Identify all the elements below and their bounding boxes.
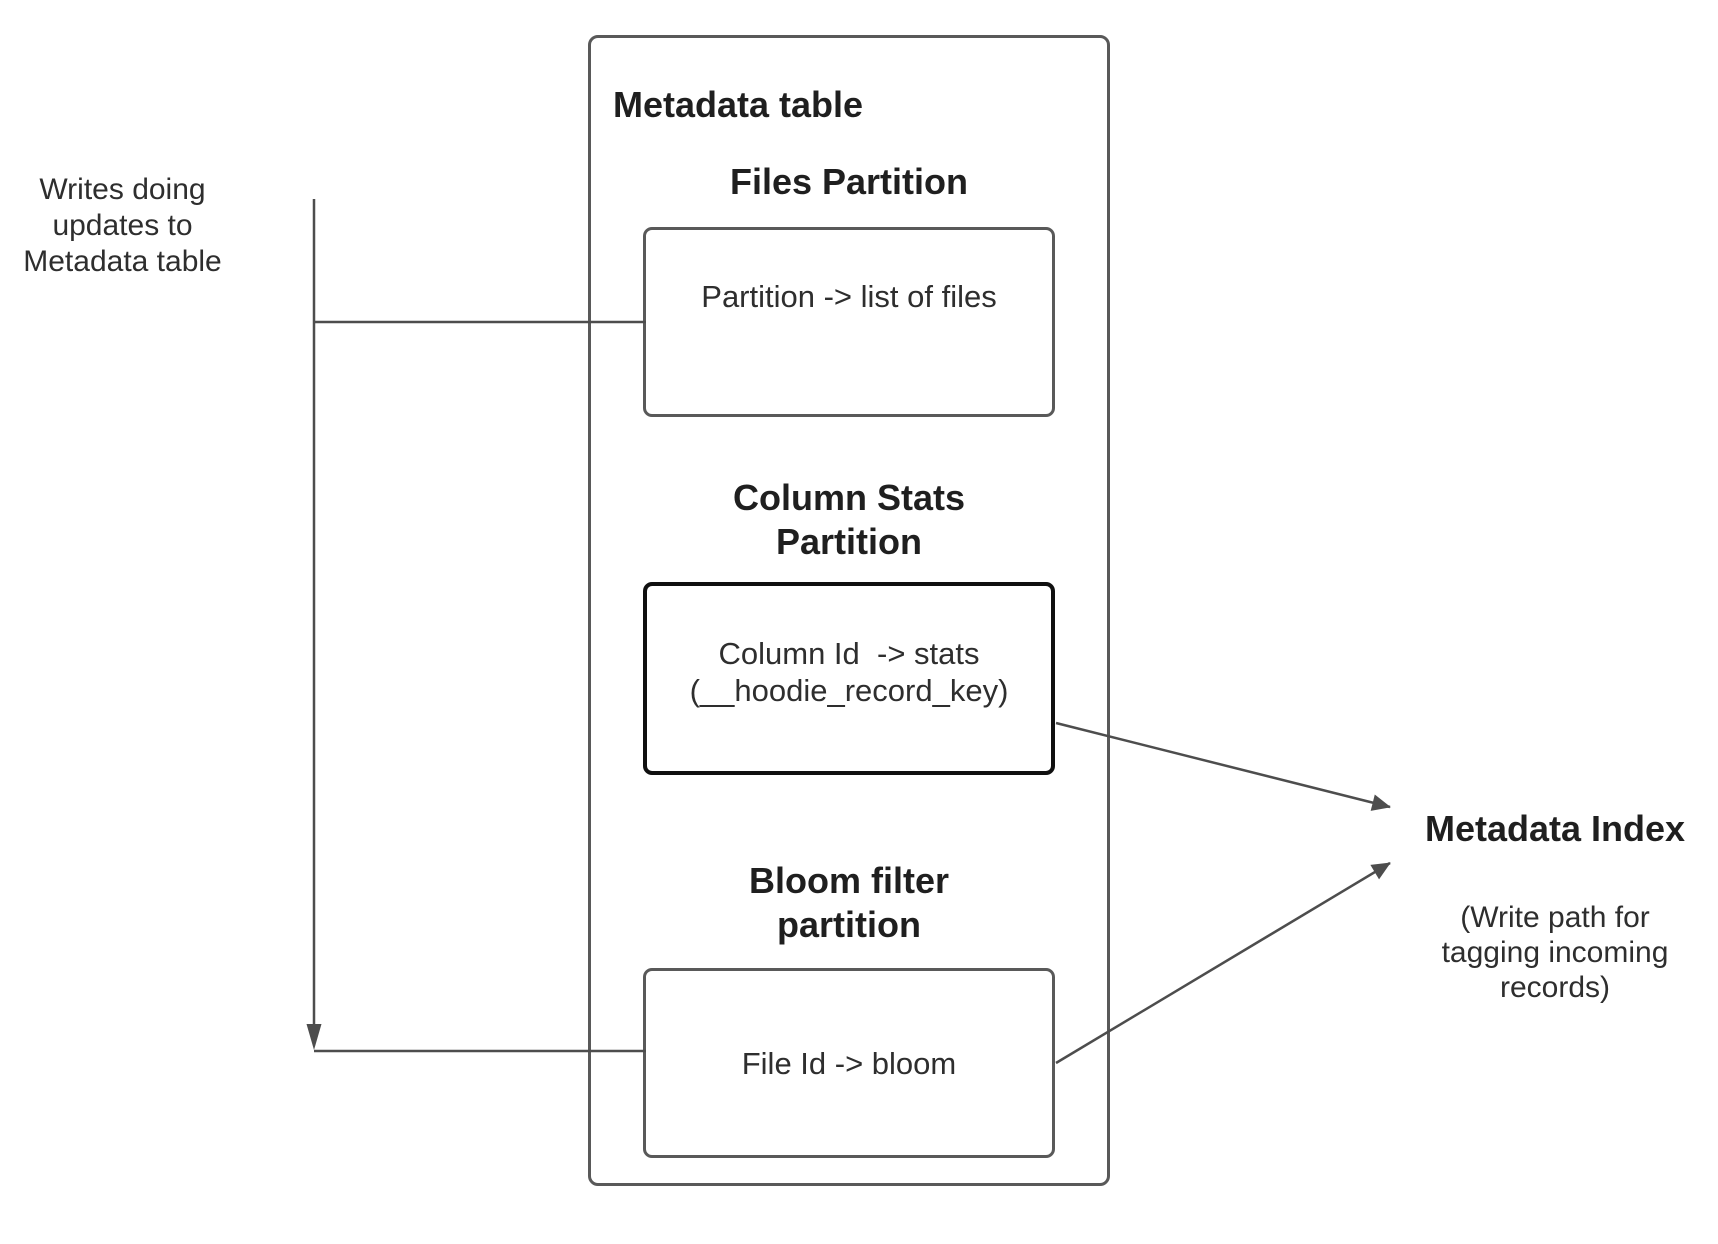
files-partition-box: Partition -> list of files (643, 227, 1055, 417)
metadata-table-container: Metadata table Files Partition Partition… (588, 35, 1110, 1186)
bloom-filter-partition-heading: Bloom filter partition (643, 859, 1055, 947)
column-stats-value-line2: (__hoodie_record_key) (689, 672, 1009, 708)
column-stats-partition-heading: Column Stats Partition (643, 476, 1055, 564)
metadata-index-subtitle-line1: (Write path for (1460, 901, 1650, 934)
bloom-heading-line1: Bloom filter (748, 860, 949, 901)
metadata-index-subtitle: (Write path for tagging incoming records… (1390, 900, 1718, 1005)
bloom-filter-partition-box: File Id -> bloom (643, 968, 1055, 1158)
column-stats-value-line1: Column Id -> stats (718, 635, 980, 671)
column-stats-heading-line1: Column Stats (732, 477, 965, 518)
column-stats-partition-box: Column Id -> stats (__hoodie_record_key) (643, 582, 1055, 775)
bloom-heading-line2: partition (777, 904, 921, 945)
metadata-index-subtitle-line2: tagging incoming (1441, 936, 1669, 969)
metadata-index-subtitle-line3: records) (1499, 971, 1611, 1004)
bloom-filter-value: File Id -> bloom (741, 1045, 957, 1081)
metadata-index-title: Metadata Index (1424, 808, 1686, 849)
column-stats-heading-line2: Partition (775, 521, 922, 562)
metadata-table-title: Metadata table (613, 84, 864, 125)
files-partition-heading: Files Partition (729, 161, 969, 202)
files-partition-value: Partition -> list of files (701, 278, 997, 314)
writes-note: Writes doing updates to Metadata table (10, 172, 235, 280)
writes-down-arrowhead (306, 1024, 322, 1050)
writes-note-line3: Metadata table (23, 245, 222, 278)
writes-note-line1: Writes doing (39, 173, 206, 206)
writes-note-line2: updates to (52, 209, 193, 242)
